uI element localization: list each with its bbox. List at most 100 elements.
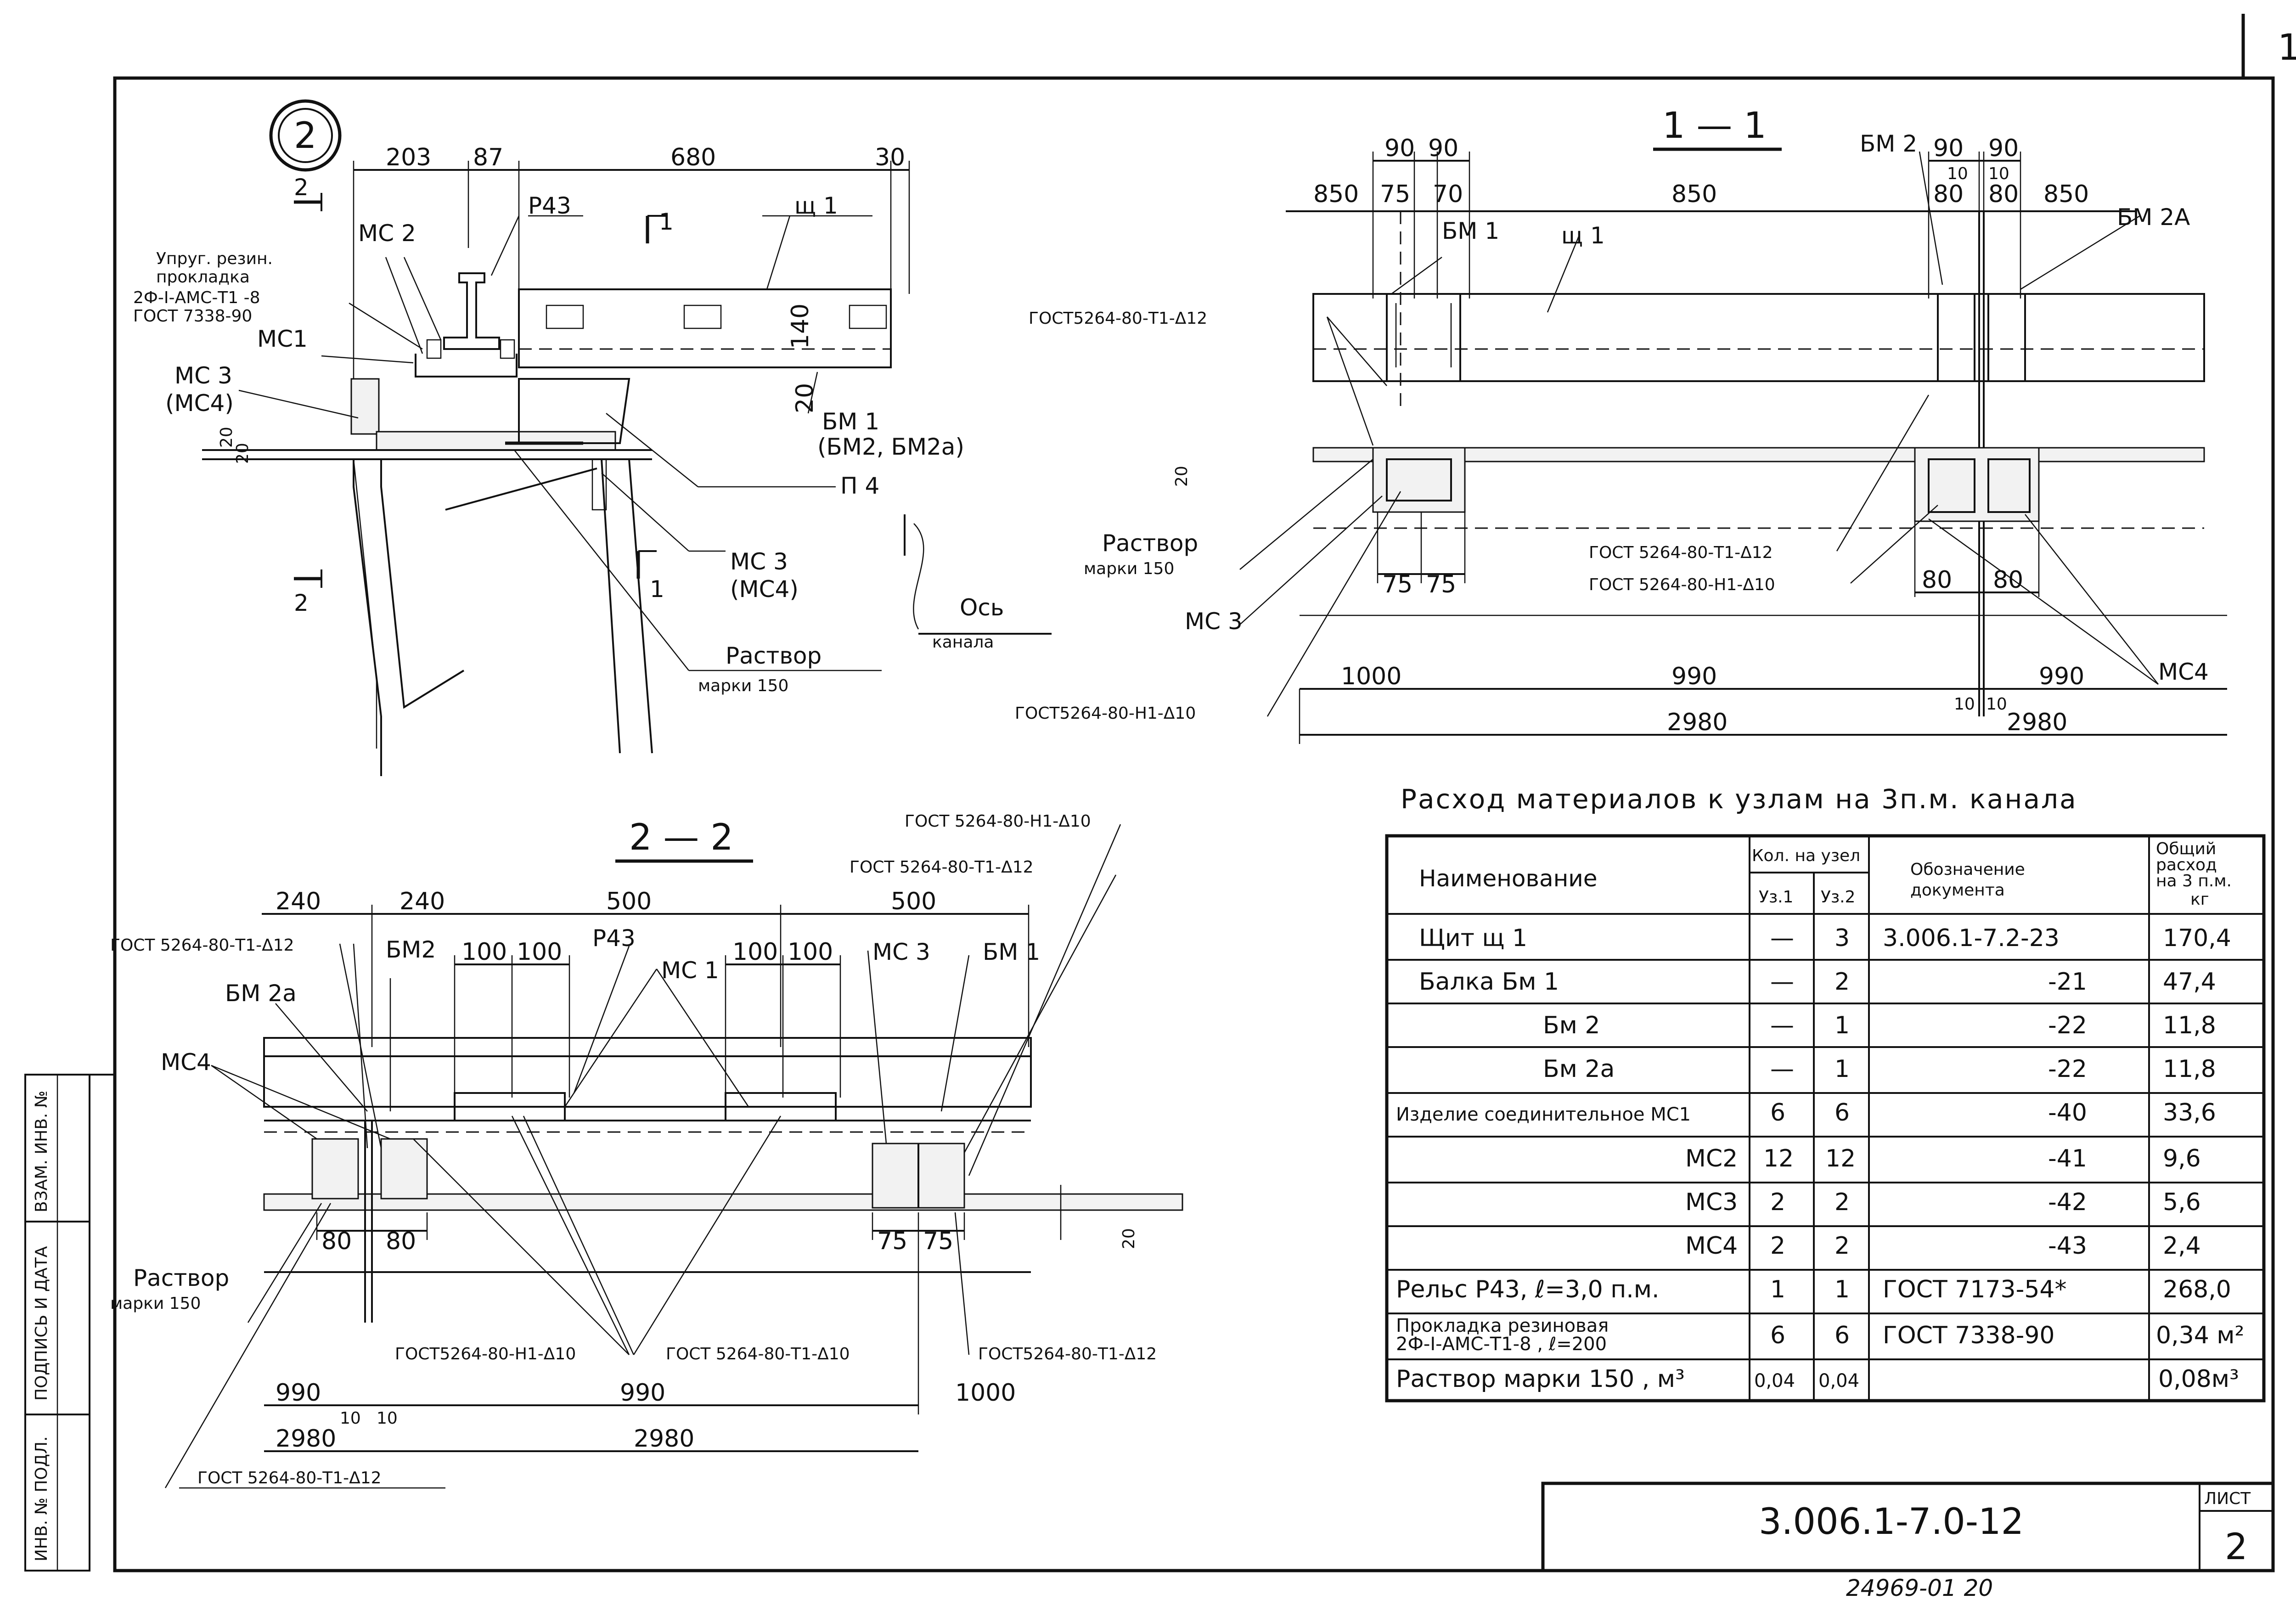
s11-bm1: БМ 1 [1442,218,1499,244]
s22-gost-h1-10b: ГОСТ5264-80-Н1-Δ10 [395,1345,576,1363]
row-u2: 1 [1835,1276,1850,1303]
s22-dim-990a: 990 [276,1379,321,1407]
s11-dim-990b: 990 [2039,663,2084,690]
table-row: МС4 2 2 -43 2,4 [1685,1232,2201,1260]
row-name: МС3 [1685,1189,1738,1216]
row-u2: 1 [1835,1055,1850,1083]
s11-dim-75b: 75 [1426,571,1456,598]
s22-gost-t1-10: ГОСТ 5264-80-Т1-Δ10 [666,1345,850,1363]
row-u2: 2 [1835,1189,1850,1216]
s22-dim-100b: 100 [517,938,562,966]
table-row: Щит щ 1 — 3 3.006.1-7.2-23 170,4 [1419,924,2231,952]
s22-dim-100d: 100 [788,938,833,966]
row-u2: 0,04 [1818,1370,1859,1392]
s11-bm2a: БМ 2А [2117,204,2190,231]
sheet-number: 2 [2225,1527,2248,1568]
row-doc: -21 [2048,968,2087,996]
row-u2: 6 [1835,1099,1850,1127]
row-name-1: Прокладка резиновая [1396,1315,1609,1336]
row-u1: 6 [1770,1322,1785,1349]
n2-ms4b: (МС4) [730,576,799,603]
n2-ms1: МС1 [257,326,308,352]
s11-dim-10c: 10 [1954,695,1975,714]
s22-dim-2980a: 2980 [276,1425,336,1453]
row-name: Щит щ 1 [1419,924,1527,952]
section11-geometry [1239,147,2227,744]
th-doc-2: документа [1910,881,2005,900]
n2-p43: Р43 [528,192,571,219]
s11-dim-90a: 90 [1384,135,1415,162]
dim-30: 30 [875,144,905,171]
n2-mortar-1: Раствор [726,642,822,669]
table-row: Прокладка резиновая 2Ф-I-АМС-Т1-8 , ℓ=20… [1396,1315,2244,1355]
materials-grid [1385,834,2266,1403]
s22-dim-990b: 990 [620,1379,665,1407]
s11-bm2: БМ 2 [1860,130,1917,157]
sheet-label: ЛИСТ [2204,1489,2251,1508]
s11-title: 1 — 1 [1662,105,1767,146]
row-u1: 12 [1763,1145,1794,1172]
page-number: 19 [2278,27,2296,68]
s11-dim-10b: 10 [1988,164,2009,183]
s11-gost-t1-12b: ГОСТ 5264-80-Т1-Δ12 [1589,543,1773,562]
n2-cut-1-bottom: 1 [650,576,664,603]
s22-title: 2 — 2 [629,817,733,858]
s22-gost-h1-10: ГОСТ 5264-80-Н1-Δ10 [905,812,1091,831]
s22-dim-2980b: 2980 [634,1425,694,1453]
s11-dim-75a: 75 [1382,571,1412,598]
s11-mortar-1: Раствор [1102,530,1198,557]
stamp-replaces-inv: ВЗАМ. ИНВ. № [32,1091,51,1212]
n2-p4: П 4 [840,473,879,499]
n2-ms3: МС 3 [174,362,232,389]
row-total: 2,4 [2163,1232,2201,1260]
n2-ms4: (МС4) [165,390,234,417]
row-u1: 0,04 [1754,1370,1795,1392]
s22-ms3: МС 3 [872,939,930,965]
s11-dim-90b: 90 [1428,135,1458,162]
s11-shch1: щ 1 [1561,222,1605,249]
th-total-3: на 3 п.м. [2156,872,2232,890]
row-total: 5,6 [2163,1189,2201,1216]
row-doc: ГОСТ 7338-90 [1883,1322,2055,1349]
s11-dim-1000: 1000 [1341,663,1401,690]
row-doc: -40 [2048,1099,2087,1127]
n2-cut-2-bottom: 2 [294,590,309,616]
s11-dim-80a: 80 [1933,180,1964,208]
row-doc: -41 [2048,1145,2087,1172]
n2-cut-2-top: 2 [294,174,309,201]
row-name: Рельс Р43, ℓ=3,0 п.м. [1396,1276,1660,1303]
materials-title: Расход материалов к узлам на 3п.м. канал… [1401,783,2077,815]
s11-dim-990a: 990 [1671,663,1717,690]
th-qty: Кол. на узел [1752,846,1860,865]
doc-code: 3.006.1-7.0-12 [1759,1501,2024,1543]
s11-dim-10d: 10 [1986,695,2007,714]
s22-dim-240a: 240 [276,888,321,915]
s11-ms4: МС4 [2158,659,2209,685]
inventory-number: 24969-01 20 [1846,1575,1993,1600]
s11-dim-850b: 850 [1671,180,1717,208]
row-total: 11,8 [2163,1012,2216,1039]
s22-ms1: МС 1 [661,957,719,984]
sheet-frame [24,14,2275,1572]
row-doc: -42 [2048,1189,2087,1216]
dim-87: 87 [473,144,503,171]
row-u1: 1 [1770,1276,1785,1303]
th-u1: Уз.1 [1759,888,1793,907]
s22-dim-80a: 80 [321,1228,352,1255]
row-name: Балка Бм 1 [1419,968,1559,996]
row-u1: 2 [1770,1189,1785,1216]
row-total: 0,08м³ [2158,1365,2239,1393]
s22-bm2a: БМ 2а [225,980,297,1007]
n2-cut-1-top: 1 [659,208,674,235]
n2-pad-3: 2Ф-I-АМС-Т1 -8 [133,288,260,307]
node2-geometry [202,99,1052,776]
table-row: Рельс Р43, ℓ=3,0 п.м. 1 1 ГОСТ 7173-54* … [1396,1276,2231,1303]
table-row: Бм 2а — 1 -22 11,8 [1543,1055,2216,1083]
table-row: МС3 2 2 -42 5,6 [1685,1189,2201,1216]
s11-mortar-2: марки 150 [1084,559,1174,578]
n2-axis-1: Ось [960,594,1004,621]
table-row: Изделие соединительное МС1 6 6 -40 33,6 [1396,1099,2216,1127]
row-total: 33,6 [2163,1099,2216,1127]
row-u1: — [1770,1012,1794,1039]
s11-ms3: МС 3 [1185,608,1243,635]
